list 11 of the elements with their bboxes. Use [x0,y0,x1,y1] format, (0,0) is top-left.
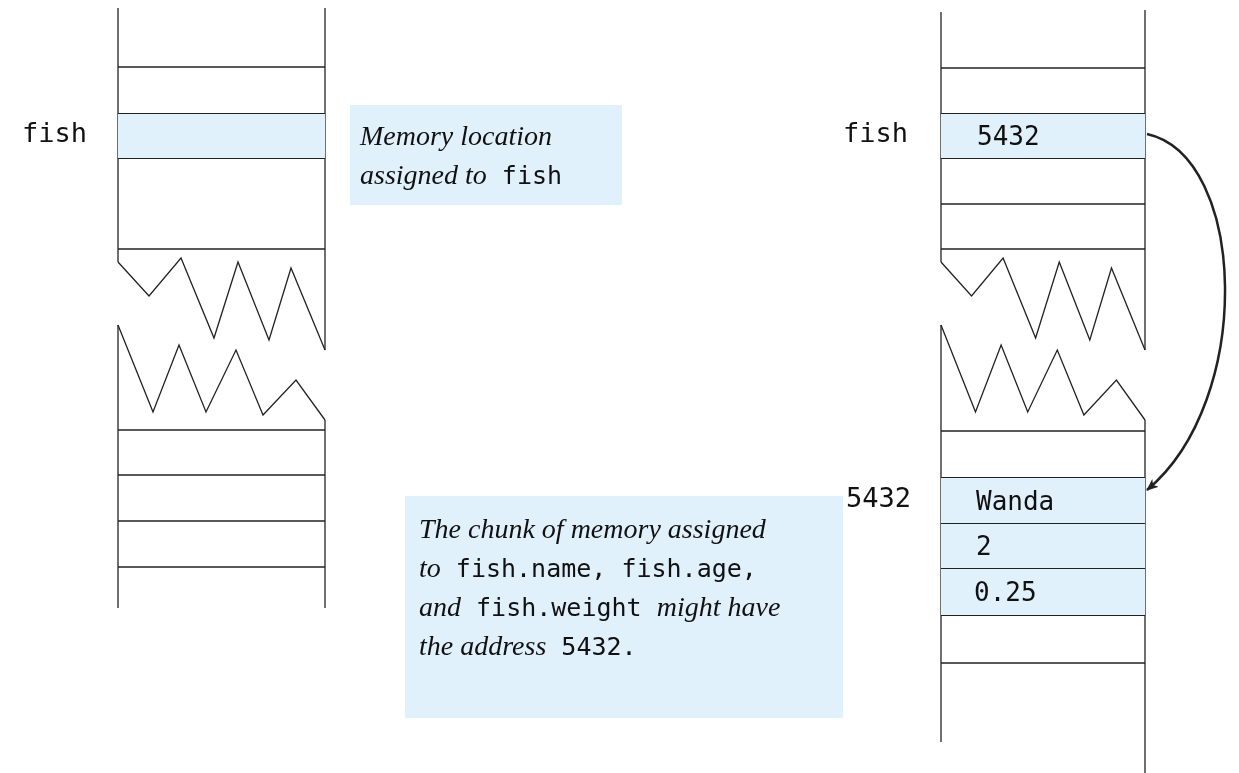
callout-note: The chunk of memory assigned to fish.name, fish.age, and fish.weight might have the address 5432. [405,496,843,718]
memory-cell [118,113,325,159]
memory-cell: Wanda [941,477,1145,524]
memory-cell: 2 [941,523,1145,569]
callout-note: Memory location assigned to fish [350,105,622,205]
memory-cell: 0.25 [941,568,1145,616]
variable-name: fish [843,117,909,148]
memory-address: 5432 [846,482,912,513]
memory-cell: 5432 [941,113,1145,159]
curved-arrow [1146,132,1227,491]
variable-name: fish [22,117,88,148]
